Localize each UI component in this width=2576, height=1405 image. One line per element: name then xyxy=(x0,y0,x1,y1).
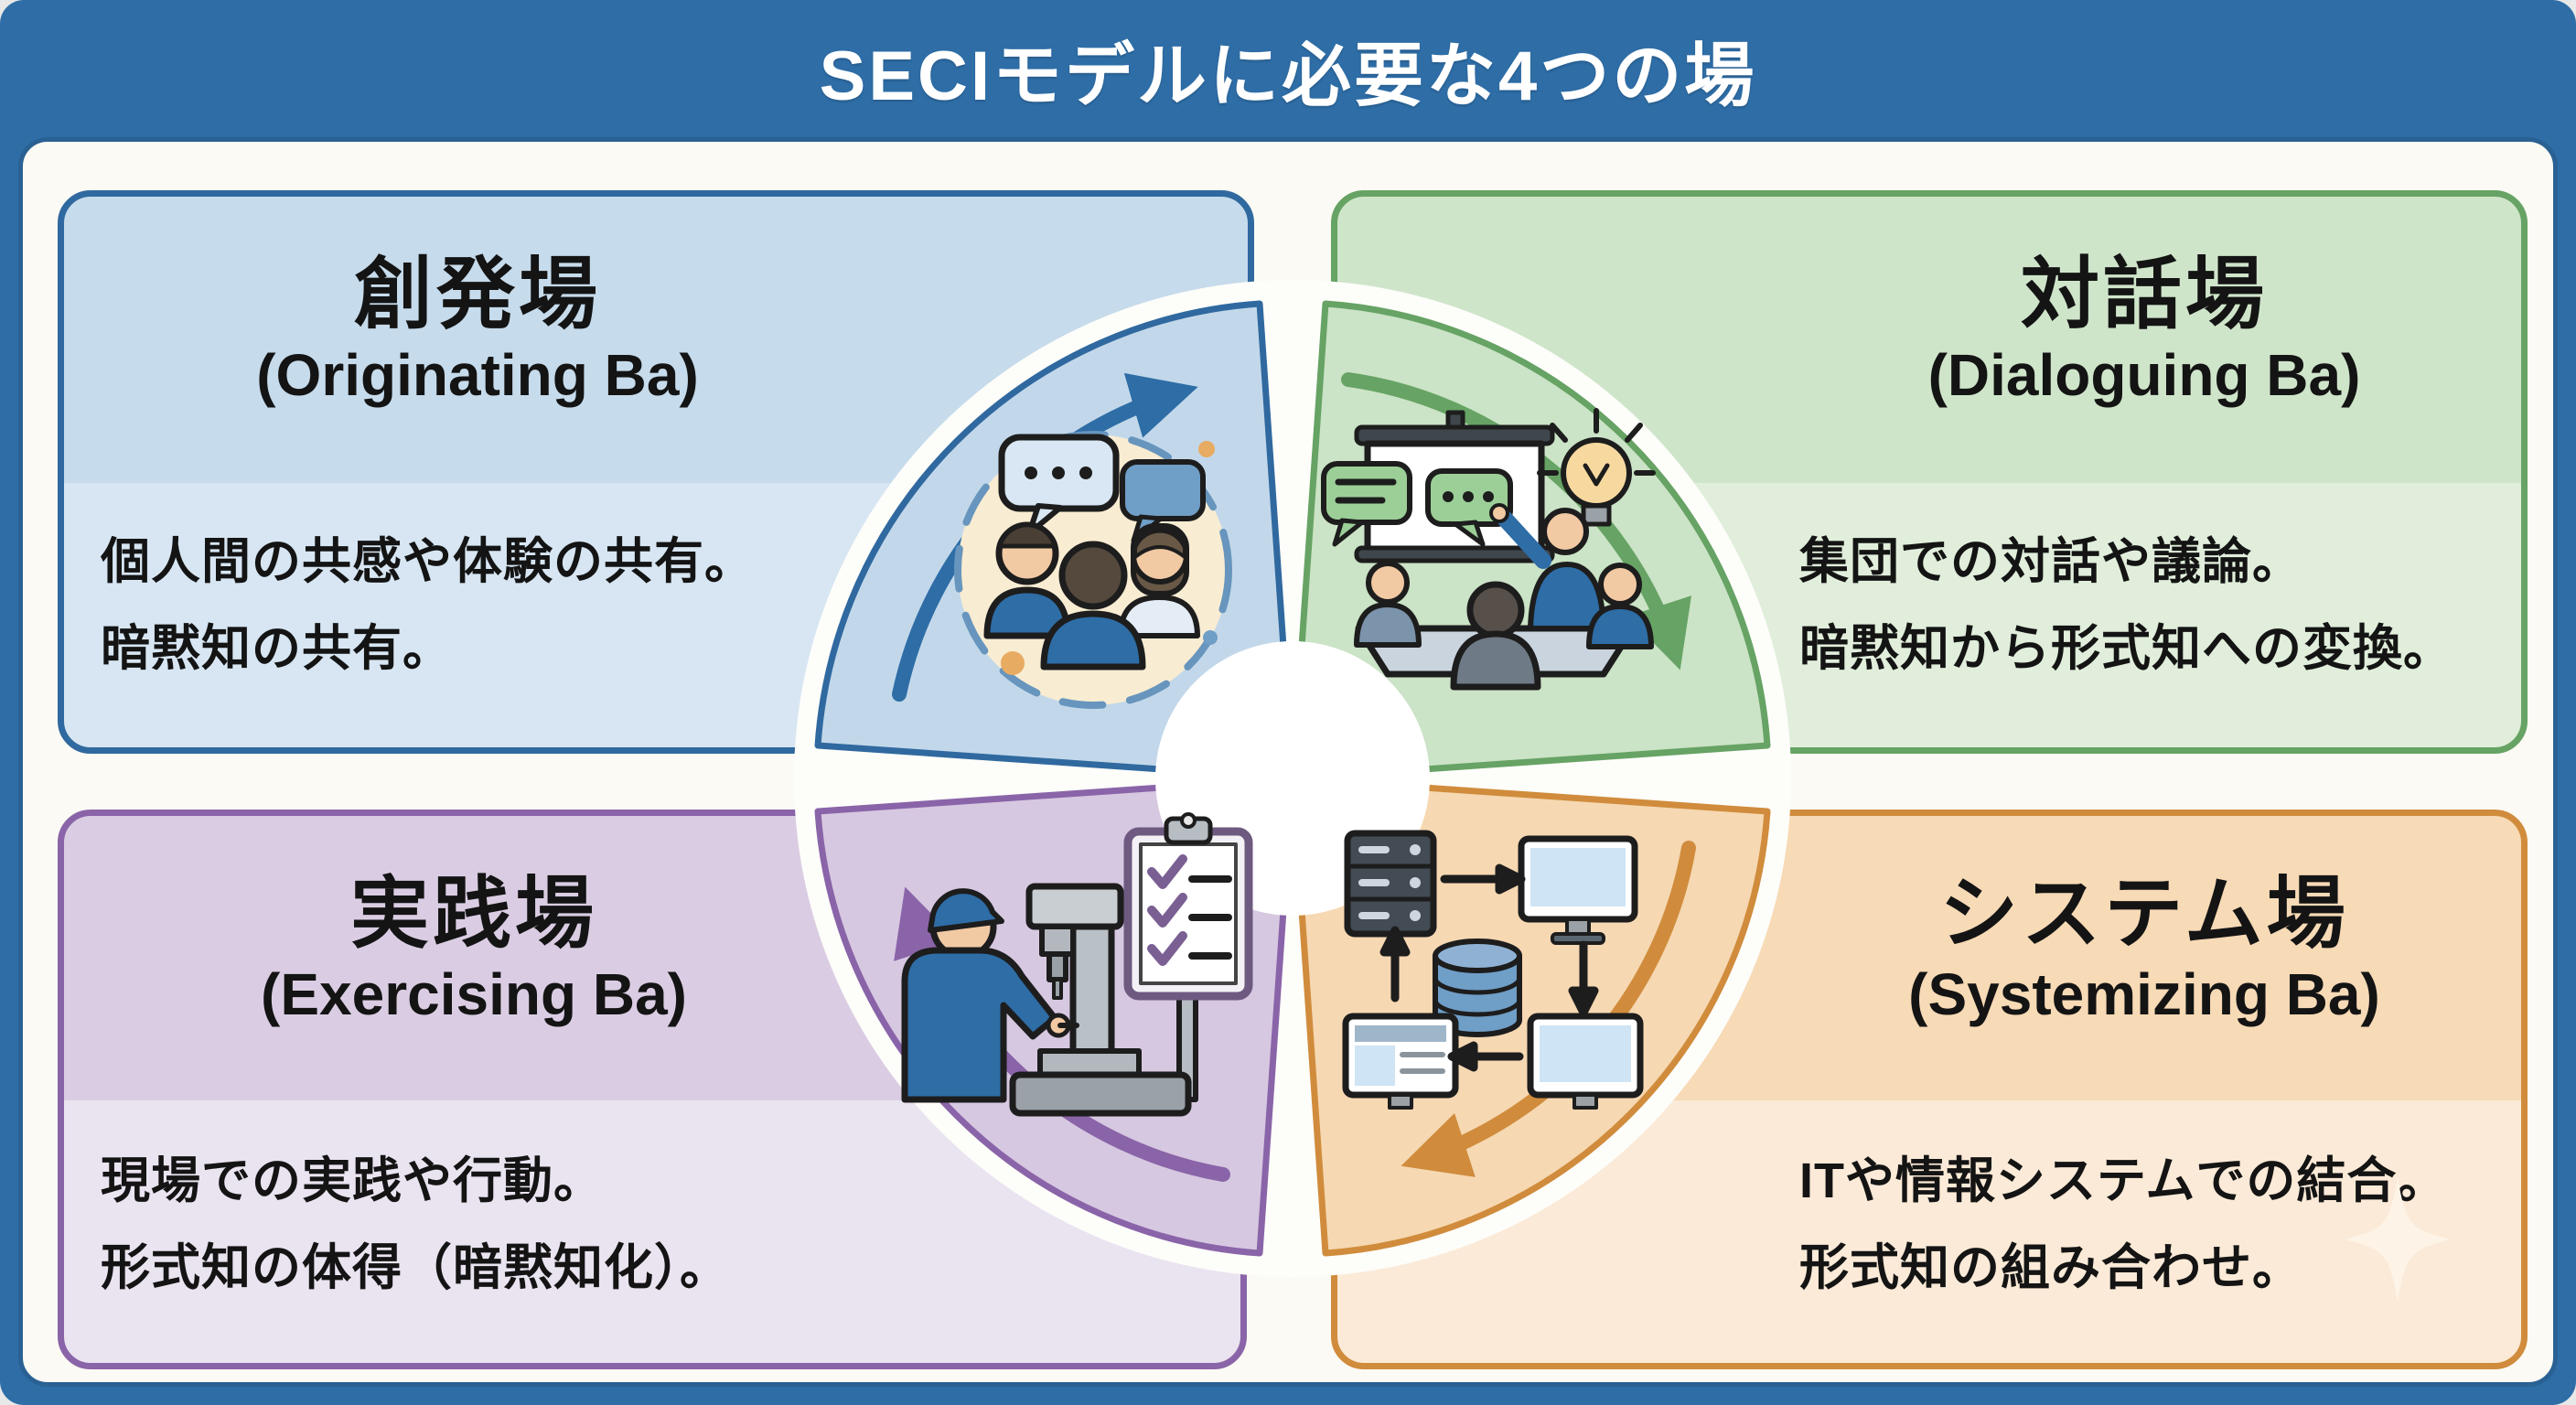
quadrant-title-jp: 創発場 xyxy=(354,251,601,338)
description-line: 暗黙知から形式知への変換。 xyxy=(1799,620,2453,676)
quadrant-title: システム場 (Systemizing Ba) xyxy=(1804,869,2485,1030)
seci-cycle xyxy=(794,280,1791,1277)
diagram-panel: 創発場 (Originating Ba) 個人間の共感や体験の共有。 暗黙知の共… xyxy=(18,137,2558,1387)
quadrant-description: 現場での実践や行動。 形式知の体得（暗黙知化）。 xyxy=(101,1138,893,1311)
worker-machine-icon xyxy=(901,812,1253,1117)
quadrant-description: 集団での対話や議論。 暗黙知から形式知への変換。 xyxy=(1799,519,2494,692)
description-line: 現場での実践や行動。 xyxy=(101,1153,604,1208)
title-bar: SECIモデルに必要な4つの場 xyxy=(0,0,2576,139)
quadrant-title-jp: システム場 xyxy=(1939,870,2349,958)
quadrant-description: 個人間の共感や体験の共有。 暗黙知の共有。 xyxy=(101,519,900,692)
description-line: 形式知の体得（暗黙知化）。 xyxy=(101,1239,730,1295)
quadrant-title-en: (Originating Ba) xyxy=(256,341,699,408)
page-title: SECIモデルに必要な4つの場 xyxy=(819,38,1757,115)
description-line: 暗黙知の共有。 xyxy=(101,620,453,676)
sparkle-icon xyxy=(2345,1177,2451,1302)
meeting-presentation-icon xyxy=(1321,408,1656,691)
quadrant-title: 実践場 (Exercising Ba) xyxy=(101,869,847,1030)
quadrant-description: ITや情報システムでの結合。 形式知の組み合わせ。 xyxy=(1799,1138,2494,1311)
quadrant-title: 創発場 (Originating Ba) xyxy=(101,250,854,411)
arrow-dialoguing-to-systemizing xyxy=(1341,372,1691,670)
quadrant-title-jp: 対話場 xyxy=(2021,251,2268,338)
quadrant-title: 対話場 (Dialoguing Ba) xyxy=(1804,250,2485,411)
people-conversation-icon xyxy=(954,431,1232,709)
it-systems-icon xyxy=(1342,830,1644,1110)
description-line: 個人間の共感や体験の共有。 xyxy=(101,534,755,589)
description-line: 集団での対話や議論。 xyxy=(1799,534,2302,589)
quadrant-title-jp: 実践場 xyxy=(350,870,597,958)
quadrant-title-en: (Exercising Ba) xyxy=(261,960,687,1027)
description-line: ITや情報システムでの結合。 xyxy=(1799,1153,2448,1208)
description-line: 形式知の組み合わせ。 xyxy=(1799,1239,2302,1295)
quadrant-title-en: (Dialoguing Ba) xyxy=(1927,341,2361,408)
quadrant-title-en: (Systemizing Ba) xyxy=(1908,960,2380,1027)
